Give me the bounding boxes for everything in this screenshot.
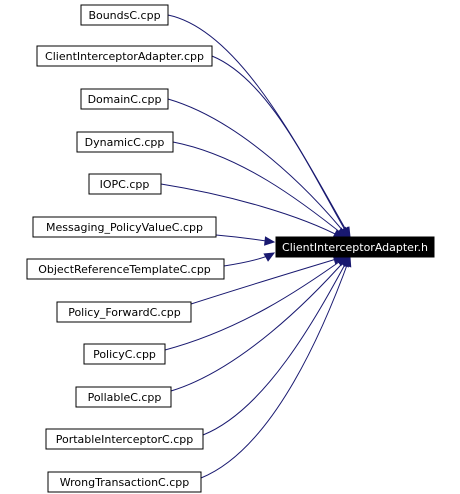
source-node-box	[45, 428, 204, 450]
dependency-edge	[167, 98, 349, 238]
source-node[interactable]: Messaging_PolicyValueC.cpp	[32, 216, 217, 238]
dependency-edge	[211, 55, 350, 238]
source-node[interactable]: BoundsC.cpp	[80, 4, 169, 26]
source-node-box	[76, 131, 174, 153]
source-node-box	[32, 216, 217, 238]
source-node-label: Policy_ForwardC.cpp	[68, 306, 181, 319]
source-node-label: PollableC.cpp	[88, 391, 162, 404]
source-node-box	[56, 301, 192, 323]
target-node[interactable]: ClientInterceptorAdapter.h	[275, 236, 435, 258]
source-node-box	[83, 343, 166, 365]
target-node-label: ClientInterceptorAdapter.h	[282, 241, 428, 254]
source-node-box	[47, 471, 202, 493]
dependency-edge	[164, 256, 347, 351]
source-node-label: ClientInterceptorAdapter.cpp	[45, 50, 204, 63]
source-node[interactable]: ClientInterceptorAdapter.cpp	[36, 45, 213, 67]
source-node-box	[88, 173, 162, 195]
source-node-box	[26, 258, 225, 280]
source-node-label: WrongTransactionC.cpp	[60, 476, 189, 489]
dependency-edges	[160, 14, 352, 479]
source-node-label: DomainC.cpp	[88, 93, 162, 106]
dependency-edge	[170, 256, 349, 392]
source-node-label: ObjectReferenceTemplateC.cpp	[38, 263, 211, 276]
source-node-label: DynamicC.cpp	[85, 136, 165, 149]
source-node[interactable]: DomainC.cpp	[80, 88, 169, 110]
source-node-label: PortableInterceptorC.cpp	[56, 433, 194, 446]
source-node[interactable]: PolicyC.cpp	[83, 343, 166, 365]
source-node[interactable]: ObjectReferenceTemplateC.cpp	[26, 258, 225, 280]
dependency-edge	[172, 141, 347, 238]
source-node[interactable]: Policy_ForwardC.cpp	[56, 301, 192, 323]
source-node-box	[80, 88, 169, 110]
dependency-edge	[190, 256, 344, 305]
dependency-edge	[167, 14, 351, 238]
source-node-label: PolicyC.cpp	[93, 348, 156, 361]
source-node[interactable]: PortableInterceptorC.cpp	[45, 428, 204, 450]
dependency-edge	[160, 183, 344, 239]
source-node[interactable]: WrongTransactionC.cpp	[47, 471, 202, 493]
arrowhead	[263, 252, 276, 262]
dependency-edge	[200, 256, 351, 479]
source-node-box	[80, 4, 169, 26]
source-node-label: IOPC.cpp	[100, 178, 150, 191]
source-node-label: Messaging_PolicyValueC.cpp	[46, 221, 203, 234]
arrowhead	[264, 236, 276, 246]
source-node-label: BoundsC.cpp	[88, 9, 160, 22]
source-node[interactable]: DynamicC.cpp	[76, 131, 174, 153]
source-node[interactable]: IOPC.cpp	[88, 173, 162, 195]
arrowhead	[342, 255, 352, 268]
target-node-box	[275, 236, 435, 258]
source-node-box	[75, 386, 172, 408]
dependency-edge	[202, 256, 350, 436]
source-node[interactable]: PollableC.cpp	[75, 386, 172, 408]
source-node-box	[36, 45, 213, 67]
